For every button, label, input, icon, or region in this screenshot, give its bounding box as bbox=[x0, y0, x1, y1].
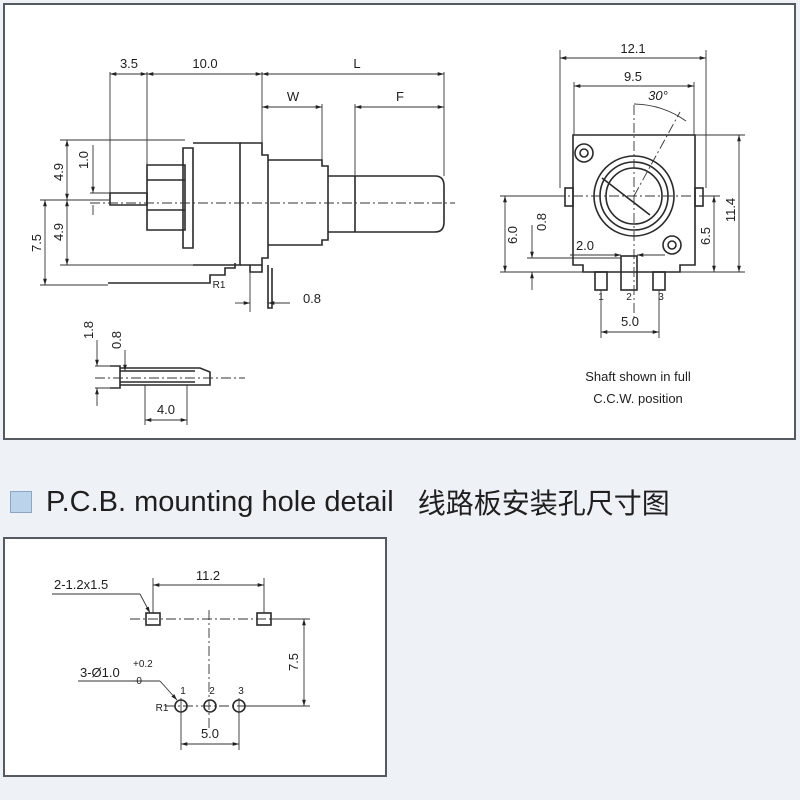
pcb-pin-1: 1 bbox=[180, 686, 186, 697]
note-line-2: C.C.W. position bbox=[593, 391, 683, 406]
pcb-pin-3: 3 bbox=[238, 686, 244, 697]
section-header: P.C.B. mounting hole detail 线路板安装孔尺寸图 bbox=[10, 482, 670, 522]
hole-tol-minus: -0 bbox=[133, 676, 142, 687]
section-title-en: P.C.B. mounting hole detail bbox=[46, 485, 394, 518]
dim-0-8-pin: 0.8 bbox=[109, 331, 124, 349]
side-body bbox=[240, 142, 269, 266]
pcb-detail-panel bbox=[3, 537, 387, 777]
dim-5-0-pcb: 5.0 bbox=[201, 726, 219, 741]
front-pin-2: 2 bbox=[626, 292, 632, 303]
front-terminals: 1 2 3 bbox=[594, 255, 666, 303]
front-pin-3: 3 bbox=[658, 292, 664, 303]
dim-4-0: 4.0 bbox=[157, 402, 175, 417]
dim-7-5: 7.5 bbox=[29, 234, 44, 252]
dim-6-5: 6.5 bbox=[698, 227, 713, 245]
hole-spec: 3-Ø1.0 bbox=[80, 665, 120, 680]
dim-6-0: 6.0 bbox=[505, 226, 520, 244]
side-terminal-pins bbox=[109, 142, 241, 266]
dim-3-5: 3.5 bbox=[120, 56, 138, 71]
dim-4-9-top: 4.9 bbox=[51, 163, 66, 181]
note-line-1: Shaft shown in full bbox=[585, 369, 691, 384]
side-view: 3.5 10.0 L W F 4.9 1.0 4.9 7.5 0 bbox=[29, 56, 455, 312]
mounting-screw-icon-bottom-right bbox=[662, 235, 682, 255]
section-marker-icon bbox=[10, 491, 32, 513]
dim-W: W bbox=[287, 89, 300, 104]
hole-tol-plus: +0.2 bbox=[133, 659, 153, 670]
side-bushing bbox=[268, 159, 329, 246]
dim-5-0-front: 5.0 bbox=[621, 314, 639, 329]
section-title-zh: 线路板安装孔尺寸图 bbox=[417, 487, 670, 520]
dim-4-9-bottom: 4.9 bbox=[51, 223, 66, 241]
pcb-pin-2: 2 bbox=[209, 686, 215, 697]
dim-11-4: 11.4 bbox=[723, 198, 738, 222]
side-shaft bbox=[328, 175, 445, 233]
pin-detail: 1.8 0.8 4.0 bbox=[81, 321, 245, 425]
pcb-holes: 1 2 3 R1 bbox=[156, 686, 246, 714]
dim-11-2: 11.2 bbox=[196, 568, 220, 583]
side-mounting-legs bbox=[108, 263, 273, 309]
dim-12-1: 12.1 bbox=[620, 41, 645, 56]
slot-spec: 2-1.2x1.5 bbox=[54, 577, 108, 592]
dim-1-0: 1.0 bbox=[76, 151, 91, 169]
dim-10-0: 10.0 bbox=[192, 56, 217, 71]
side-r1-label: R1 bbox=[213, 280, 226, 291]
pcb-r1-label: R1 bbox=[156, 703, 169, 714]
dim-0-8-side: 0.8 bbox=[303, 291, 321, 306]
dim-0-8-front: 0.8 bbox=[534, 213, 549, 231]
dim-9-5: 9.5 bbox=[624, 69, 642, 84]
mounting-screw-icon-top-left bbox=[574, 143, 594, 163]
dim-30-deg: 30° bbox=[648, 88, 668, 103]
front-view: 1 2 3 30° 12.1 9.5 11.4 bbox=[500, 41, 745, 406]
dim-2-0: 2.0 bbox=[576, 238, 594, 253]
dim-7-5-pcb: 7.5 bbox=[286, 653, 301, 671]
pcb-hole-detail: 11.2 2-1.2x1.5 7.5 1 2 3 R1 bbox=[52, 568, 310, 750]
dim-L: L bbox=[353, 56, 360, 71]
dim-1-8: 1.8 bbox=[81, 321, 96, 339]
dim-F: F bbox=[396, 89, 404, 104]
